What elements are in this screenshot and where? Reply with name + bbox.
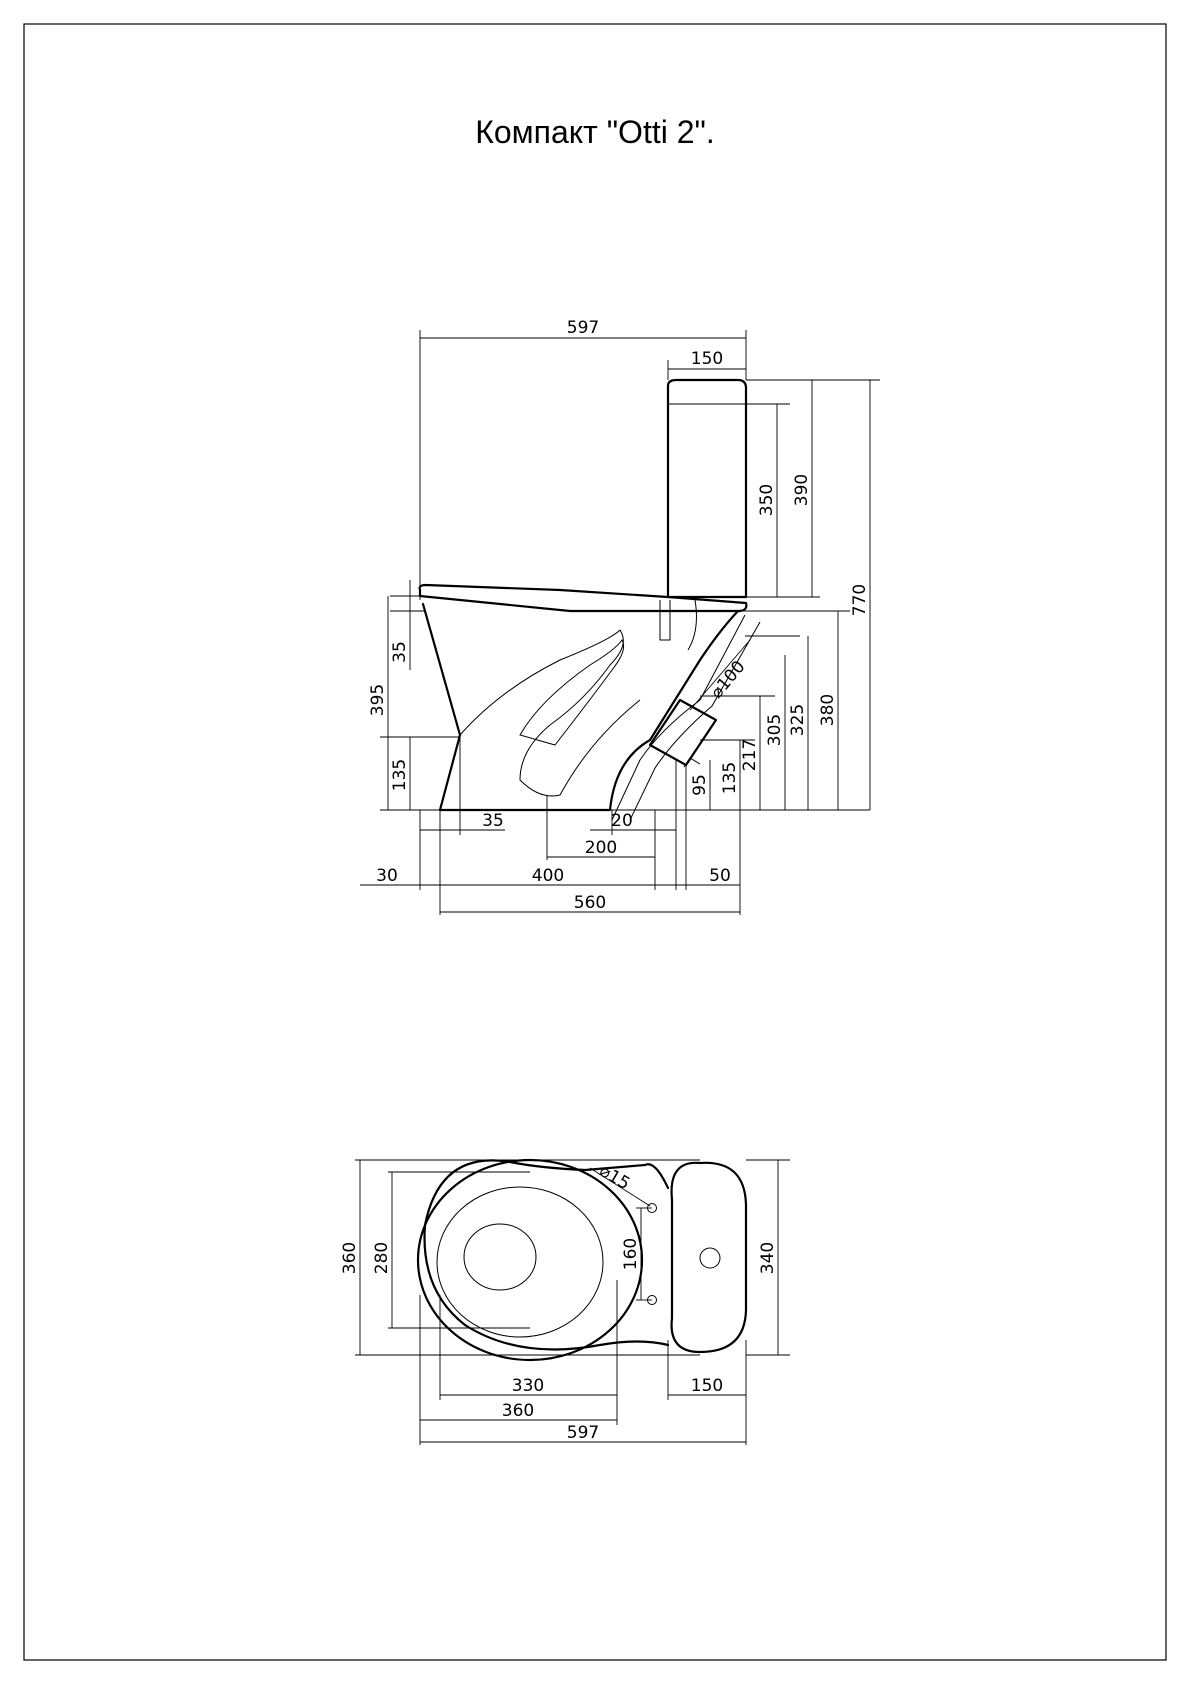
dim-50: 50 <box>709 866 731 886</box>
dim-95: 95 <box>690 774 710 796</box>
drain-opening <box>463 1223 537 1291</box>
outlet-flange <box>683 757 701 768</box>
outlet-pipe <box>648 698 718 767</box>
dim-280: 280 <box>372 1242 392 1274</box>
dim-560: 560 <box>574 893 606 913</box>
dim-330: 330 <box>512 1376 544 1396</box>
dim-340: 340 <box>758 1242 778 1274</box>
fill-tube <box>687 599 697 651</box>
dim-597-side: 597 <box>567 318 599 338</box>
trap-inner <box>519 639 625 746</box>
siphon-curve-2 <box>629 621 761 821</box>
top-view-dimensions: 360 280 340 160 ⌀15 330 360 150 597 <box>340 1159 790 1445</box>
bowl-outer-ellipse <box>416 1158 644 1362</box>
dim-305: 305 <box>765 714 785 746</box>
dim-350: 350 <box>757 484 777 516</box>
dim-217: 217 <box>740 739 760 771</box>
dim-135-right: 135 <box>720 762 740 794</box>
flush-valve <box>659 600 671 641</box>
side-view <box>380 378 870 821</box>
dim-400: 400 <box>532 866 564 886</box>
dim-395: 395 <box>368 684 388 716</box>
dim-770: 770 <box>850 584 870 616</box>
dim-160: 160 <box>621 1238 641 1270</box>
dim-150-top: 150 <box>691 1376 723 1396</box>
dim-200: 200 <box>585 838 617 858</box>
bowl-body <box>421 602 740 812</box>
dim-360-width: 360 <box>340 1242 360 1274</box>
side-view-dimensions: 597 150 350 390 770 380 325 305 217 135 … <box>360 318 880 915</box>
dim-390: 390 <box>792 474 812 506</box>
dim-380: 380 <box>818 694 838 726</box>
dim-150-side: 150 <box>691 349 723 369</box>
bowl-trap <box>459 629 641 797</box>
top-view <box>416 1158 748 1362</box>
drawing-title: Компакт "Otti 2". <box>475 114 715 150</box>
bowl-inner-ellipse <box>436 1186 604 1338</box>
dim-30: 30 <box>376 866 398 886</box>
cistern-tank <box>666 378 748 599</box>
dim-360-length: 360 <box>502 1401 534 1421</box>
bowl-outline-top <box>423 1159 670 1351</box>
dim-20: 20 <box>611 811 633 831</box>
dim-135-left: 135 <box>390 759 410 791</box>
tank-top <box>670 1161 748 1354</box>
sheet-frame <box>23 23 1167 1661</box>
flush-button-hole <box>699 1247 721 1269</box>
dim-35-seat: 35 <box>390 641 410 663</box>
dim-325: 325 <box>788 704 808 736</box>
dim-35-front: 35 <box>482 811 504 831</box>
dim-597-top: 597 <box>567 1423 599 1443</box>
